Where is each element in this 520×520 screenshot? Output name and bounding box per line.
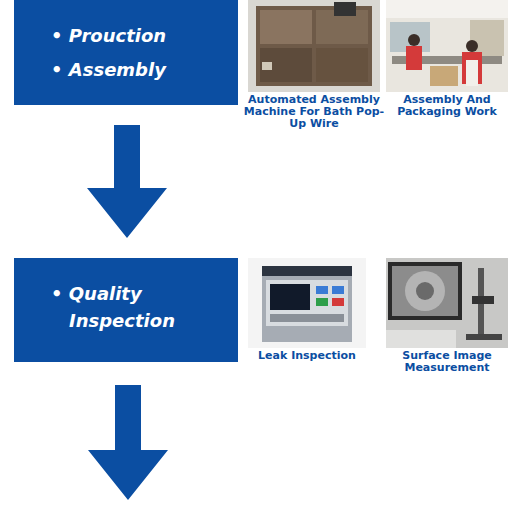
flow-arrow — [87, 125, 167, 238]
step-text: • Quality Inspection — [14, 280, 219, 334]
photo-caption: Assembly And Packaging Work — [378, 94, 516, 118]
microscope-photo — [386, 258, 508, 348]
machine-photo — [248, 0, 380, 92]
process-box: • Quality Inspection — [14, 258, 238, 362]
step-text: • Prouction — [14, 22, 219, 49]
process-box: • Prouction • Assembly — [14, 0, 238, 105]
flow-arrow — [88, 385, 168, 500]
photo-caption: Surface Image Measurement — [378, 350, 516, 374]
workers-photo — [386, 0, 508, 92]
step-text: • Assembly — [14, 56, 219, 83]
photo-caption: Leak Inspection — [240, 350, 374, 362]
photo-caption: Automated Assembly Machine For Bath Pop-… — [240, 94, 388, 130]
leak-tester-photo — [248, 258, 366, 348]
